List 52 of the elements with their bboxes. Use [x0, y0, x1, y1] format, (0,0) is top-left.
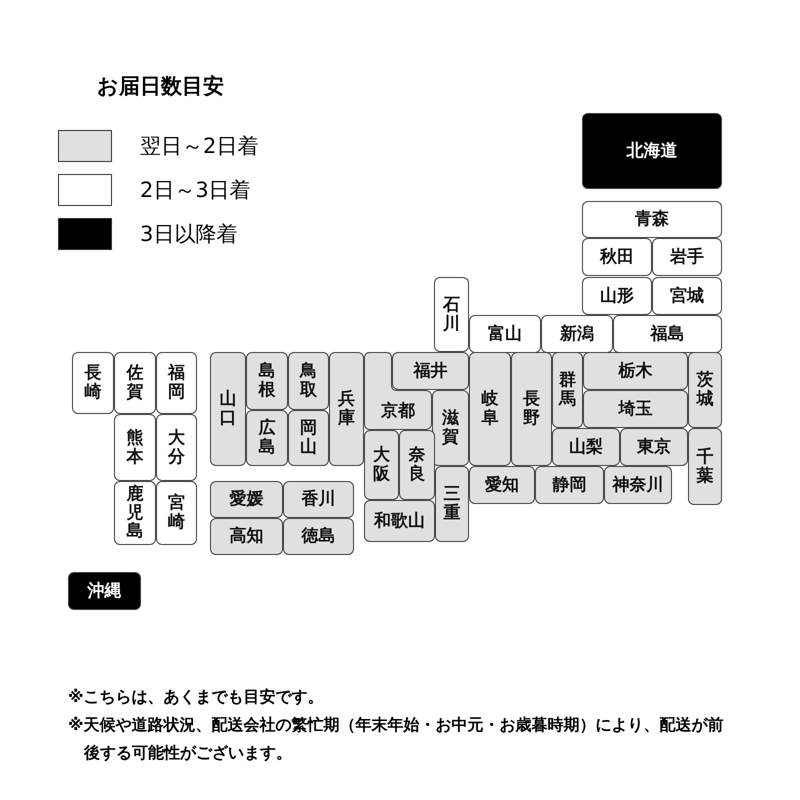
- prefecture-box: 東京: [620, 428, 688, 466]
- prefecture-box: 岡山: [288, 410, 329, 466]
- prefecture-box: 滋賀: [432, 390, 469, 466]
- prefecture-box: 和歌山: [364, 500, 435, 542]
- prefecture-box: 奈良: [399, 430, 435, 500]
- prefecture-box: 香川: [283, 481, 354, 518]
- prefecture-box: 愛知: [469, 466, 535, 504]
- prefecture-box: 宮城: [652, 277, 722, 315]
- prefecture-box: 宮崎: [156, 481, 197, 545]
- prefecture-box: 大阪: [364, 430, 399, 500]
- prefecture-box: 北海道: [582, 113, 722, 189]
- legend-label: 3日以降着: [140, 221, 238, 248]
- note: ※こちらは、あくまでも目安です。: [68, 686, 325, 708]
- prefecture-box: 岩手: [652, 238, 722, 276]
- prefecture-box: 沖縄: [68, 572, 141, 610]
- prefecture-box: 島根: [246, 352, 288, 410]
- prefecture-box: 福岡: [156, 352, 197, 414]
- legend-label: 2日～3日着: [140, 177, 251, 204]
- prefecture-box: 群馬: [552, 352, 583, 428]
- prefecture-box: 石川: [434, 277, 469, 352]
- prefecture-box: 愛媛: [210, 481, 283, 518]
- prefecture-box: 静岡: [535, 466, 604, 504]
- prefecture-box: 広島: [246, 410, 288, 466]
- prefecture-box: 長野: [511, 352, 552, 466]
- note: ※天候や道路状況、配送会社の繁忙期（年末年始・お中元・お歳暮時期）により、配送が前後する可能性がございます。: [68, 714, 725, 764]
- prefecture-box: 三重: [435, 466, 469, 542]
- prefecture-box: 佐賀: [114, 352, 156, 414]
- legend-label: 翌日～2日着: [140, 133, 258, 160]
- prefecture-box: 大分: [156, 414, 197, 481]
- prefecture-box: 長崎: [72, 352, 114, 414]
- prefecture-box: 高知: [210, 518, 283, 555]
- prefecture-box: 埼玉: [583, 390, 688, 428]
- title: お届日数目安: [97, 73, 224, 100]
- prefecture-box: 新潟: [541, 315, 613, 353]
- prefecture-box: 栃木: [583, 352, 688, 390]
- prefecture-box: 山梨: [552, 428, 620, 466]
- prefecture-box: 茨城: [688, 352, 722, 428]
- prefecture-box: 富山: [469, 315, 541, 353]
- prefecture-box: 青森: [582, 201, 722, 238]
- prefecture-box: 山形: [582, 277, 652, 315]
- prefecture-box: 神奈川: [604, 466, 672, 504]
- prefecture-box: 徳島: [283, 518, 354, 555]
- prefecture-box: 秋田: [582, 238, 652, 276]
- prefecture-box: 鳥取: [288, 352, 329, 410]
- prefecture-box: 兵庫: [329, 352, 364, 466]
- prefecture-box: 岐阜: [469, 352, 511, 466]
- prefecture-box: 熊本: [114, 414, 156, 481]
- prefecture-box: 福井: [392, 352, 469, 390]
- prefecture-box: 福島: [613, 315, 722, 353]
- prefecture-box: 千葉: [688, 428, 722, 505]
- prefecture-box: 鹿児島: [114, 481, 156, 545]
- prefecture-box: 山口: [210, 352, 246, 466]
